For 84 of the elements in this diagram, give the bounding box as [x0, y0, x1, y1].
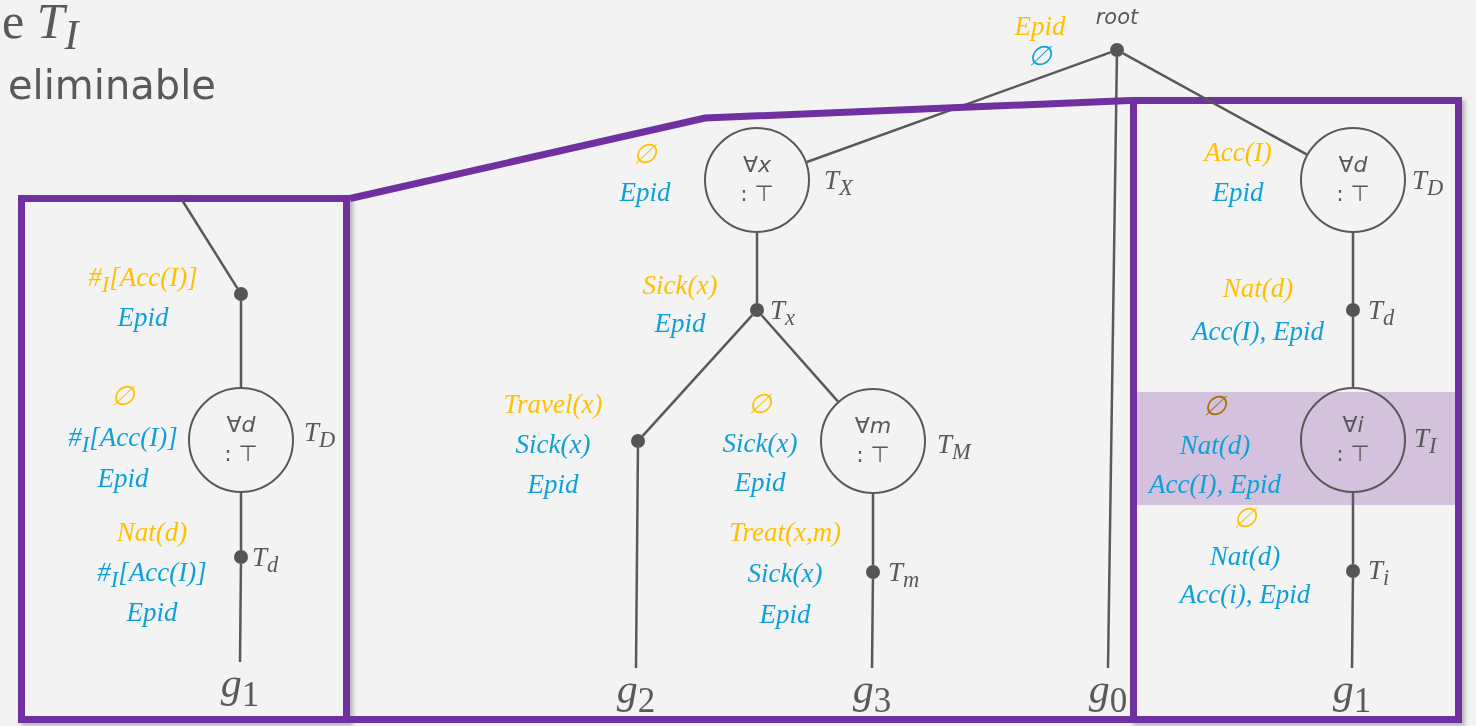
- subtree-label: T$_{X}$: [824, 166, 853, 202]
- context-formula: Nat(d): [1209, 542, 1281, 572]
- context-formula: #$_{I}$[Acc(I)]: [68, 423, 178, 459]
- tree-edge: [1106, 57, 1119, 668]
- node-dot: [1346, 303, 1360, 317]
- context-formula: Acc(I), Epid: [1149, 470, 1281, 500]
- context-formula: ∅: [1028, 42, 1052, 72]
- subtree-label: T$_{m}$: [888, 558, 920, 594]
- quantifier-circle: ∀m : ⊤: [820, 388, 926, 494]
- context-formula: Epid: [734, 468, 786, 498]
- tree-edge: [1351, 233, 1355, 303]
- quantifier-circle: ∀d : ⊤: [1300, 127, 1406, 233]
- context-formula: Epid: [97, 464, 149, 494]
- tree-edge: [760, 314, 839, 403]
- eliminated-formula: Nat(d): [116, 518, 188, 548]
- leaf-label: g$_{2}$: [596, 668, 676, 718]
- eliminated-formula: ∅: [1233, 504, 1257, 534]
- context-formula: Epid: [1212, 178, 1264, 208]
- subtree-label: T$_{D}$: [304, 418, 336, 454]
- context-formula: Acc(i), Epid: [1179, 580, 1311, 610]
- leaf-label: g$_{1}$: [200, 662, 280, 712]
- context-formula: Sick(x): [515, 430, 591, 460]
- eliminated-formula: ∅: [111, 382, 135, 412]
- node-dot: [1110, 43, 1124, 57]
- subtree-label: T$_{M}$: [937, 430, 971, 466]
- subtree-label: T$_{I}$: [1414, 424, 1437, 460]
- subtree-label: T$_{d}$: [252, 543, 279, 579]
- leaf-label: g$_{1}$: [1312, 668, 1392, 718]
- node-dot: [866, 565, 880, 579]
- context-formula: Epid: [126, 598, 178, 628]
- tree-edge: [180, 199, 239, 289]
- subtree-label: T$_{x}$: [770, 296, 796, 332]
- tree-edge: [871, 494, 875, 565]
- context-formula: #$_{I}$[Acc(I)]: [97, 558, 207, 594]
- eliminated-formula: Travel(x): [503, 390, 603, 420]
- quantifier-circle: ∀i : ⊤: [1300, 387, 1406, 493]
- context-formula: Epid: [619, 178, 671, 208]
- tree-edge: [641, 314, 754, 437]
- tree-edge: [1351, 317, 1355, 387]
- context-formula: Epid: [527, 470, 579, 500]
- context-formula: Sick(x): [747, 559, 823, 589]
- zoom-connector-line: [349, 97, 1131, 202]
- context-formula: Epid: [759, 600, 811, 630]
- tree-edge: [1351, 493, 1355, 564]
- node-dot: [234, 550, 248, 564]
- leaf-label: g$_{3}$: [832, 668, 912, 718]
- eliminated-formula: #$_{I}$[Acc(I)]: [88, 263, 198, 299]
- eliminated-formula: Acc(I): [1204, 138, 1272, 168]
- root-label: root: [1095, 6, 1139, 30]
- slide-text: eliminable: [8, 62, 216, 108]
- node-dot: [750, 303, 764, 317]
- tree-edge: [238, 564, 243, 662]
- tree-edge: [239, 493, 243, 550]
- eliminated-formula: Treat(x,m): [728, 518, 842, 548]
- context-formula: Acc(I), Epid: [1192, 317, 1324, 347]
- context-formula: Sick(x): [722, 429, 798, 459]
- eliminated-formula: ∅: [633, 140, 657, 170]
- subtree-label: T$_{i}$: [1368, 556, 1390, 592]
- eliminated-formula: ∅: [748, 390, 772, 420]
- quantifier-circle: ∀x : ⊤: [704, 127, 810, 233]
- node-dot: [234, 287, 248, 301]
- zoom-frame: [18, 195, 350, 723]
- context-formula: Epid: [654, 309, 706, 339]
- tree-edge: [239, 301, 243, 387]
- tree-edge: [1350, 578, 1355, 668]
- leaf-label: g$_{0}$: [1068, 668, 1148, 718]
- tree-edge: [806, 51, 1111, 164]
- tree-edge: [870, 579, 875, 668]
- eliminated-formula: Epid: [1014, 12, 1066, 42]
- node-dot: [1346, 564, 1360, 578]
- eliminated-formula: Nat(d): [1222, 274, 1294, 304]
- quantifier-circle: ∀d : ⊤: [188, 387, 294, 493]
- subtree-label: T$_{D}$: [1412, 166, 1444, 202]
- eliminated-formula: ∅: [1203, 392, 1227, 422]
- context-formula: Epid: [117, 303, 169, 333]
- tree-edge: [634, 448, 640, 668]
- tree-edge: [755, 233, 759, 303]
- slide-title: e T$_{I}$: [2, 0, 79, 59]
- context-formula: Nat(d): [1179, 431, 1251, 461]
- tree-edge: [1122, 52, 1308, 156]
- node-dot: [631, 434, 645, 448]
- zoom-frame: [1130, 97, 1462, 723]
- subtree-label: T$_{d}$: [1368, 296, 1395, 332]
- eliminated-formula: Sick(x): [642, 271, 718, 301]
